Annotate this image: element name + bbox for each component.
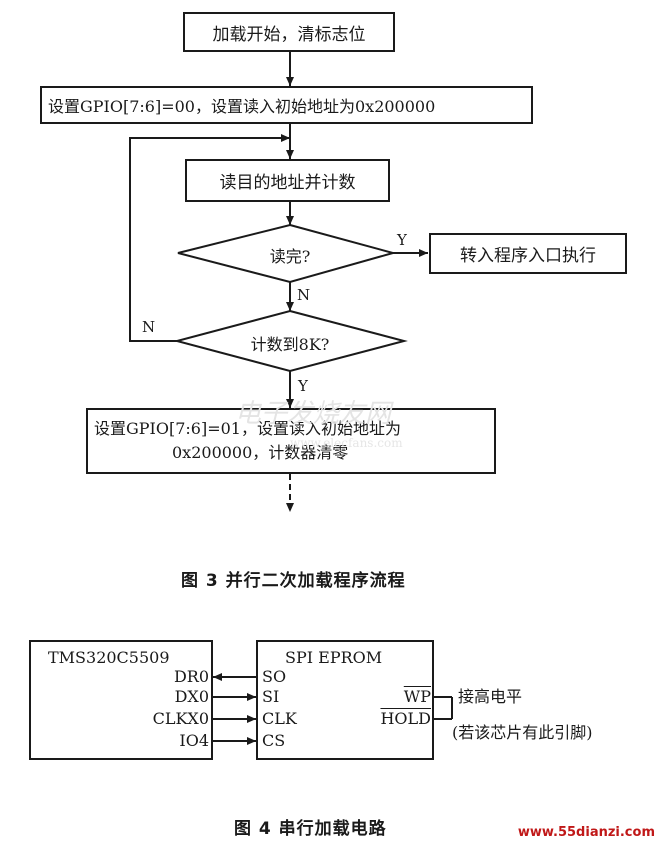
- eprom-chip-title: SPI EPROM: [285, 648, 383, 667]
- dsp-pin-clkx0: CLKX0: [152, 709, 209, 728]
- decision-read-done-text: 读完?: [269, 247, 311, 266]
- step-set-gpio-01: 设置GPIO[7:6]=01，设置读入初始地址为 0x200000，计数器清零: [86, 408, 496, 474]
- tie-high-condition: (若该芯片有此引脚): [452, 723, 593, 742]
- decision-diamond-2: [173, 309, 408, 373]
- step-read-address-text: 读目的地址并计数: [219, 173, 356, 193]
- watermark-sub: www.elecfans.com: [290, 436, 403, 450]
- watermark-text: 电子发烧友网: [235, 399, 392, 429]
- label-yes-2: Y: [298, 377, 308, 395]
- step-read-address: 读目的地址并计数: [185, 159, 390, 202]
- dsp-pin-dr0: DR0: [173, 667, 209, 686]
- label-yes-1: Y: [397, 231, 407, 249]
- dsp-pin-io4: IO4: [179, 731, 209, 750]
- label-no-1: N: [297, 286, 311, 304]
- eprom-chip-box: [256, 640, 434, 760]
- step-set-gpio-00-text: 设置GPIO[7:6]=00，设置读入初始地址为0x200000: [48, 97, 436, 116]
- decision-diamond-1: [177, 223, 397, 284]
- dsp-chip-box: [29, 640, 213, 760]
- eprom-pin-si: SI: [262, 687, 280, 706]
- label-no-2: N: [142, 318, 156, 336]
- step-jump-entry-text: 转入程序入口执行: [460, 246, 596, 266]
- step-start-text: 加载开始，清标志位: [212, 24, 366, 45]
- eprom-pin-wp: WP: [403, 687, 431, 706]
- eprom-pin-clk: CLK: [262, 709, 297, 728]
- eprom-pin-cs: CS: [262, 731, 286, 750]
- dsp-chip-title: TMS320C5509: [48, 648, 170, 667]
- site-url: www.55dianzi.com: [517, 825, 655, 840]
- dsp-pin-dx0: DX0: [174, 687, 209, 706]
- step-set-gpio-01-line2: 0x200000，计数器清零: [172, 443, 349, 462]
- eprom-pin-hold: HOLD: [380, 709, 431, 728]
- eprom-pin-so: SO: [262, 667, 287, 686]
- tie-high-note: 接高电平: [458, 687, 523, 706]
- step-set-gpio-01-line1: 设置GPIO[7:6]=01，设置读入初始地址为: [94, 419, 401, 438]
- figure-4-caption: 图 4 串行加载电路: [234, 819, 387, 839]
- decision-count-8k-text: 计数到8K?: [250, 335, 330, 354]
- step-start: 加载开始，清标志位: [183, 12, 395, 52]
- figure-3-caption: 图 3 并行二次加载程序流程: [181, 571, 406, 591]
- step-set-gpio-00: 设置GPIO[7:6]=00，设置读入初始地址为0x200000: [40, 86, 533, 124]
- step-jump-entry: 转入程序入口执行: [429, 233, 627, 274]
